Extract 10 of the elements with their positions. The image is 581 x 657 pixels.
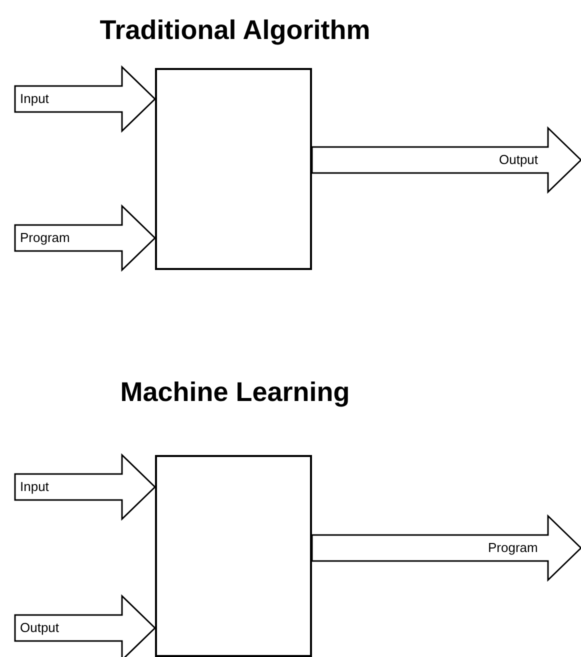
section-heading: Machine Learning: [119, 377, 351, 408]
block-arrow: [311, 126, 581, 194]
edge-label: Output: [18, 620, 62, 636]
section-heading: Traditional Algorithm: [98, 15, 372, 46]
edge-label: Program: [18, 230, 72, 246]
edge-label: Output: [497, 152, 540, 168]
edge-label: Program: [486, 540, 540, 556]
edge-label: Input: [18, 91, 51, 107]
edge-label: Input: [18, 479, 51, 495]
block-arrow: [311, 514, 581, 582]
